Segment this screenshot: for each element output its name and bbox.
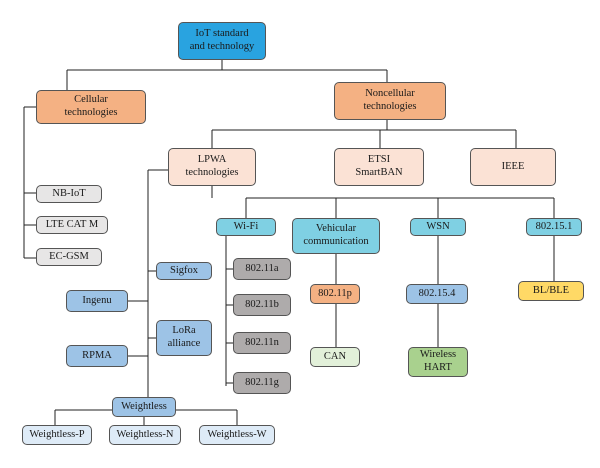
node-rpma: RPMA <box>66 345 128 367</box>
node-802-15-1: 802.15.1 <box>526 218 582 236</box>
node-weightless-p: Weightless-P <box>22 425 92 445</box>
node-ingenu: Ingenu <box>66 290 128 312</box>
node-bl-ble: BL/BLE <box>518 281 584 301</box>
node-802-11n: 802.11n <box>233 332 291 354</box>
node-nb-iot: NB-IoT <box>36 185 102 203</box>
node-iot-standard: IoT standard and technology <box>178 22 266 60</box>
node-vehicular-communication: Vehicular communication <box>292 218 380 254</box>
node-lte-cat-m: LTE CAT M <box>36 216 108 234</box>
node-etsi-smartban: ETSI SmartBAN <box>334 148 424 186</box>
node-weightless-w: Weightless-W <box>199 425 275 445</box>
node-weightless: Weightless <box>112 397 176 417</box>
node-wsn: WSN <box>410 218 466 236</box>
node-802-11b: 802.11b <box>233 294 291 316</box>
node-noncellular: Noncellular technologies <box>334 82 446 120</box>
node-wifi: Wi-Fi <box>216 218 276 236</box>
node-ieee: IEEE <box>470 148 556 186</box>
node-802-11p: 802.11p <box>310 284 360 304</box>
node-802-15-4: 802.15.4 <box>406 284 468 304</box>
node-can: CAN <box>310 347 360 367</box>
node-sigfox: Sigfox <box>156 262 212 280</box>
node-cellular: Cellular technologies <box>36 90 146 124</box>
node-802-11a: 802.11a <box>233 258 291 280</box>
node-802-11g: 802.11g <box>233 372 291 394</box>
node-ec-gsm: EC-GSM <box>36 248 102 266</box>
node-wireless-hart: Wireless HART <box>408 347 468 377</box>
node-lora-alliance: LoRa alliance <box>156 320 212 356</box>
node-lpwa: LPWA technologies <box>168 148 256 186</box>
node-weightless-n: Weightless-N <box>109 425 181 445</box>
